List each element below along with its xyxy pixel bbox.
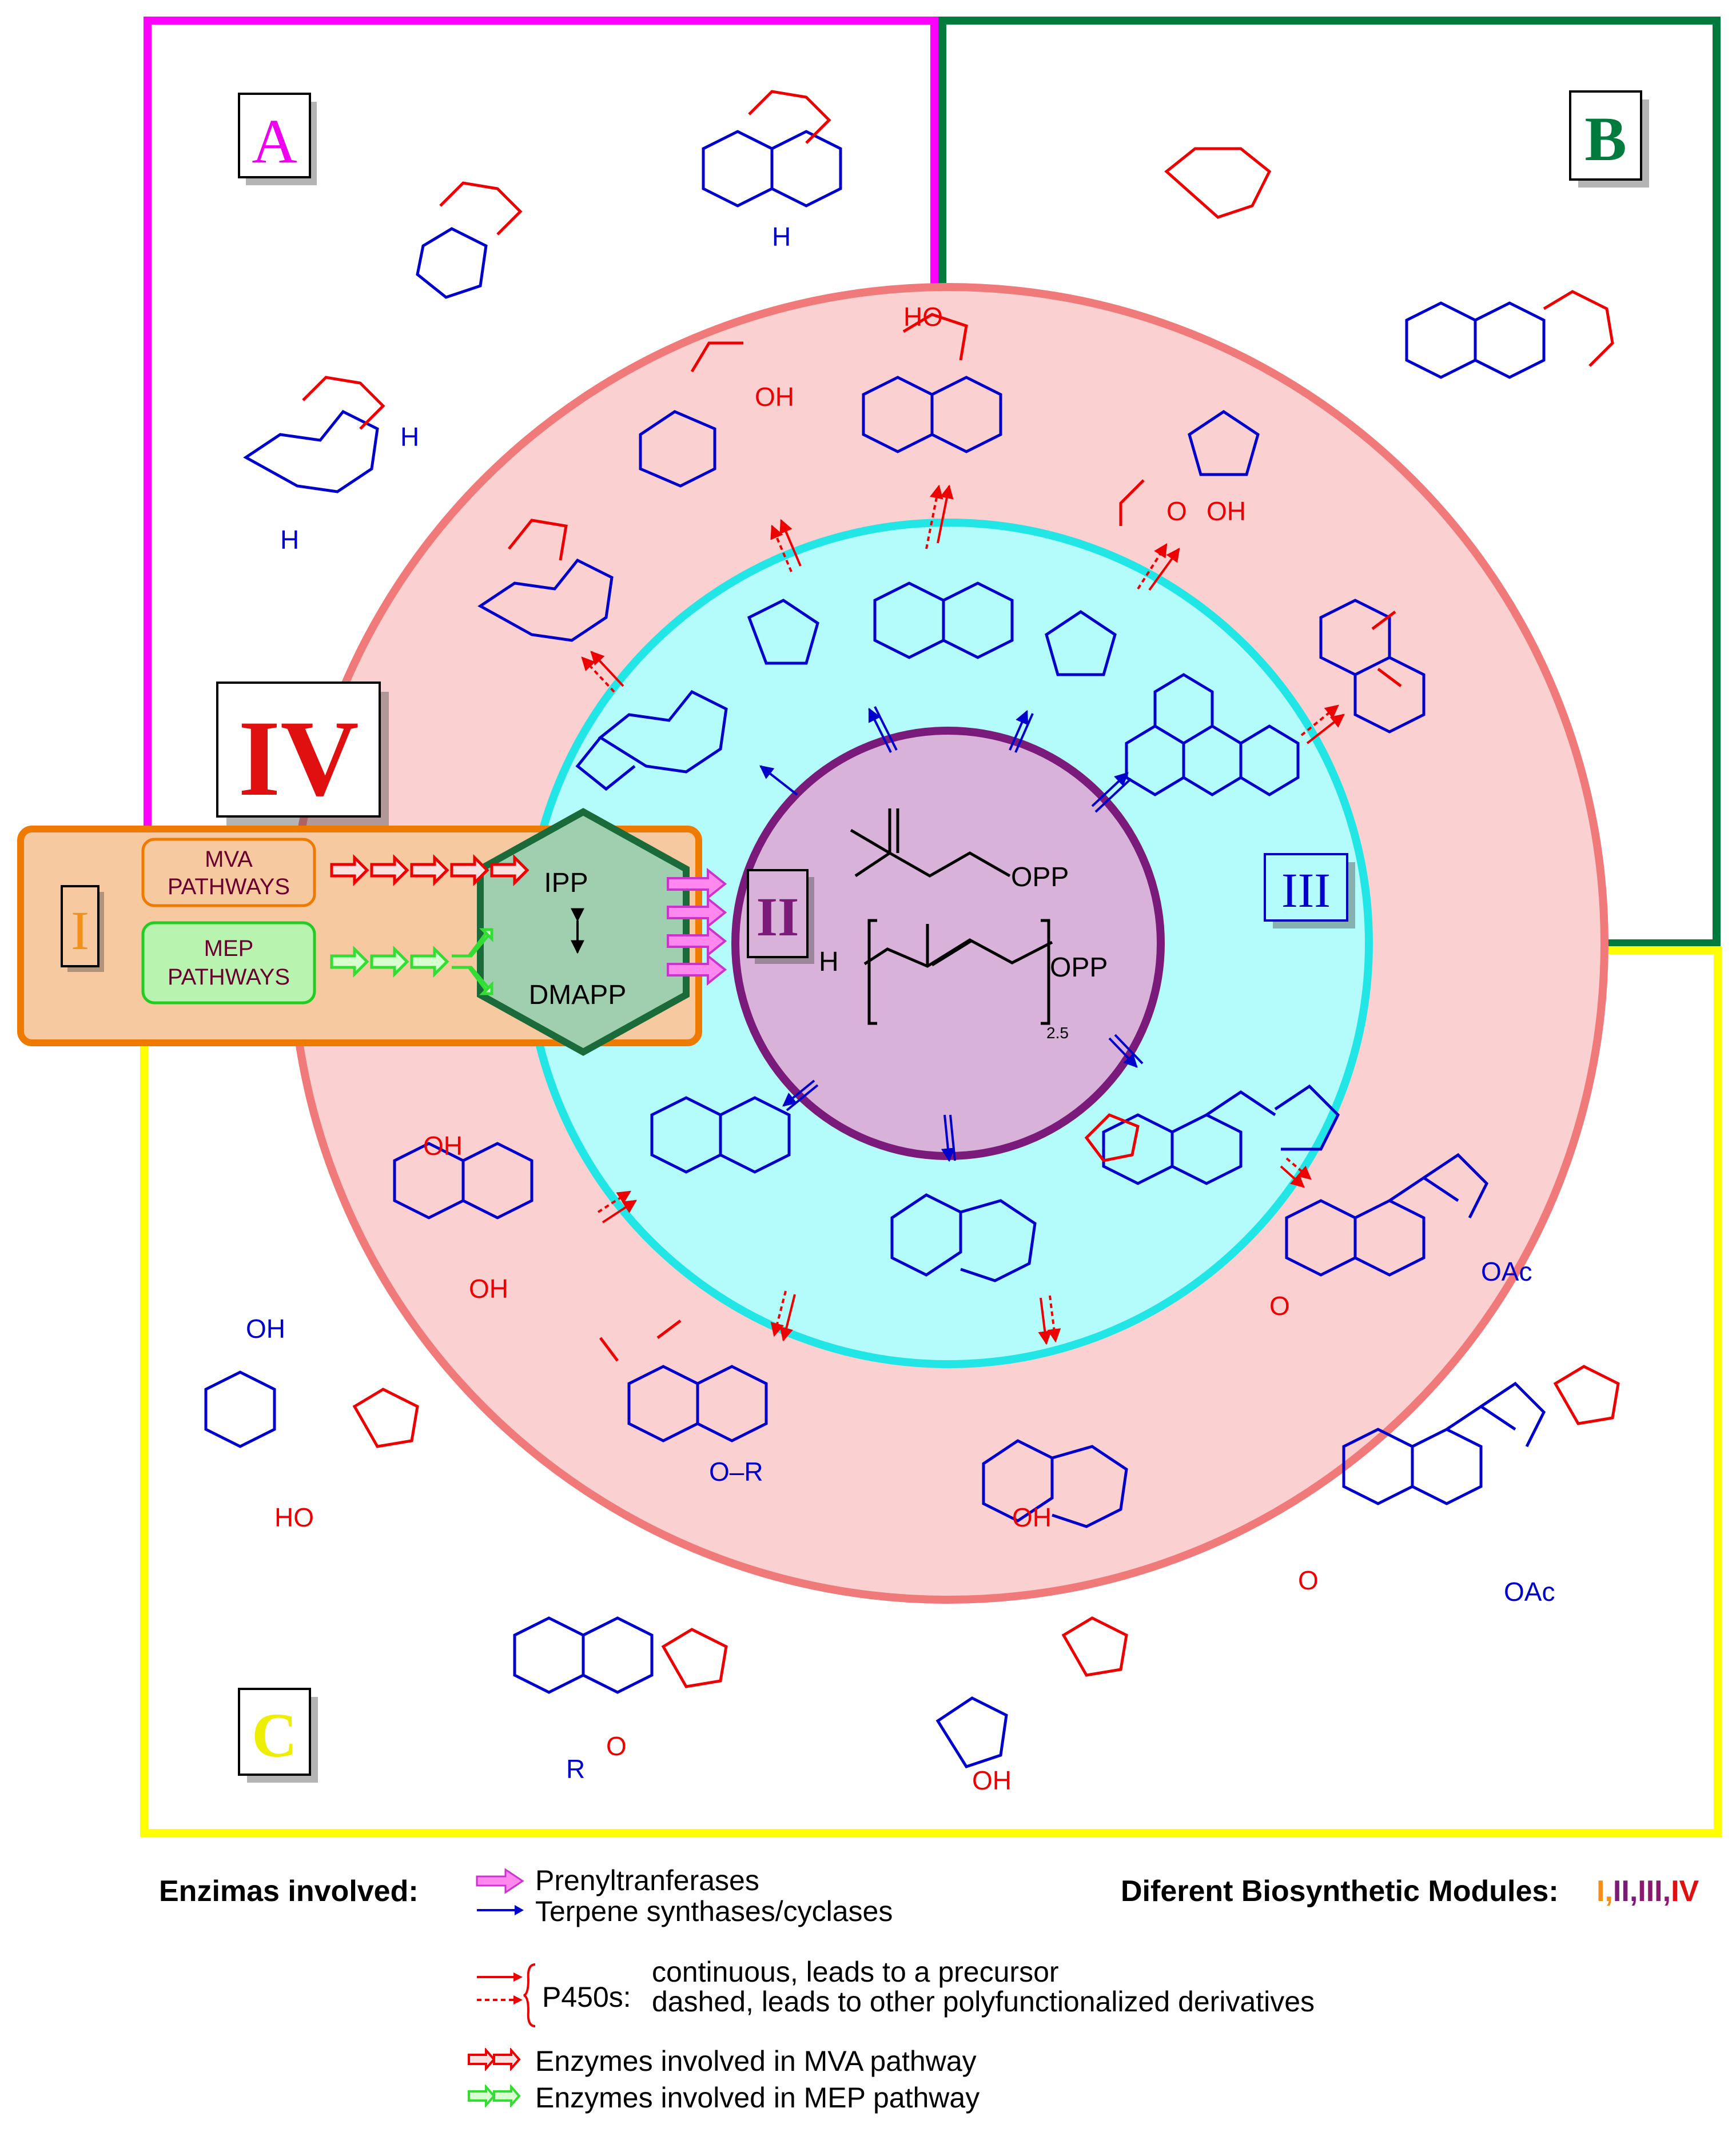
mva-enzyme-arrows bbox=[330, 854, 529, 887]
module-b-label: B bbox=[1584, 104, 1626, 174]
prenyltransferase-icon bbox=[476, 1868, 524, 1894]
legend-mva-enzymes: Enzymes involved in MVA pathway bbox=[535, 2045, 977, 2077]
prenyltransferase-arrows bbox=[667, 867, 727, 986]
module-ii-label-box: II bbox=[747, 869, 814, 964]
legend: Enzimas involved: Prenyltranferases Terp… bbox=[0, 1835, 1736, 2136]
terpene-synthase-icon bbox=[477, 1905, 524, 1915]
module-a-label: A bbox=[252, 106, 297, 176]
svg-text:HO: HO bbox=[274, 1503, 314, 1532]
legend-p450-label: P450s: bbox=[542, 1981, 631, 2013]
legend-module-i: I bbox=[1596, 1875, 1605, 1908]
svg-text:HO: HO bbox=[903, 302, 943, 332]
legend-terpene-synthases: Terpene synthases/cyclases bbox=[535, 1895, 893, 1927]
svg-text:H: H bbox=[772, 222, 791, 252]
center-h: H bbox=[819, 947, 839, 977]
module-iv-label: IV bbox=[238, 699, 359, 819]
svg-text:OH: OH bbox=[469, 1274, 508, 1304]
svg-text:OH: OH bbox=[1012, 1503, 1052, 1532]
svg-text:O: O bbox=[1269, 1291, 1290, 1321]
legend-enzymes-title: Enzimas involved: bbox=[159, 1875, 419, 1908]
module-i-label: I bbox=[71, 900, 89, 961]
center-subscript: 2.5 bbox=[1046, 1024, 1069, 1042]
mva-pathways-box bbox=[141, 838, 316, 907]
module-b-label-box: B bbox=[1569, 90, 1649, 188]
legend-p450-dashed: dashed, leads to other polyfunctionalize… bbox=[652, 1986, 1315, 2018]
p450-brace-icon bbox=[523, 1963, 536, 2027]
mep-label-2: PATHWAYS bbox=[168, 965, 290, 990]
svg-text:O–R: O–R bbox=[709, 1457, 763, 1487]
structure-labels: H H H OH HO OH O OH OH OAc O O–R OH OH H… bbox=[246, 222, 1555, 1795]
legend-module-iv: IV bbox=[1671, 1875, 1699, 1908]
mep-label-1: MEP bbox=[204, 936, 254, 961]
svg-text:OH: OH bbox=[1207, 496, 1246, 526]
legend-p450-continuous: continuous, leads to a precursor bbox=[652, 1956, 1059, 1988]
center-opp-2: OPP bbox=[1050, 953, 1108, 983]
p450-arrows-continuous bbox=[590, 484, 1345, 1345]
terpene-synthase-arrows bbox=[759, 706, 1144, 1162]
svg-text:H: H bbox=[400, 422, 419, 452]
module-c-label: C bbox=[252, 1700, 297, 1770]
svg-text:H: H bbox=[280, 525, 299, 555]
module-i-label-box: I bbox=[61, 885, 104, 972]
ipp-label: IPP bbox=[544, 868, 588, 898]
module-c-structures bbox=[204, 1365, 1620, 1768]
legend-mep-enzymes: Enzymes involved in MEP pathway bbox=[535, 2082, 980, 2114]
legend-modules-list: I,II,III,IV bbox=[1596, 1875, 1699, 1908]
mep-enzyme-icon bbox=[468, 2085, 521, 2107]
legend-module-ii: II bbox=[1612, 1875, 1630, 1908]
svg-text:OH: OH bbox=[755, 382, 794, 412]
svg-text:OAc: OAc bbox=[1504, 1577, 1555, 1607]
module-c-label-box: C bbox=[238, 1688, 318, 1783]
svg-text:O: O bbox=[606, 1731, 627, 1761]
mva-enzyme-icon bbox=[468, 2048, 521, 2071]
center-opp-1: OPP bbox=[1011, 862, 1069, 892]
p450-icon bbox=[477, 1972, 523, 2005]
module-b-structures bbox=[1164, 147, 1614, 379]
dmapp-label: DMAPP bbox=[529, 980, 627, 1010]
mva-label-2: PATHWAYS bbox=[168, 874, 290, 899]
svg-text:OH: OH bbox=[246, 1314, 285, 1344]
module-a-label-box: A bbox=[238, 93, 317, 185]
svg-text:O: O bbox=[1298, 1565, 1319, 1595]
legend-prenyltransferases: Prenyltranferases bbox=[535, 1864, 759, 1896]
svg-text:OAc: OAc bbox=[1481, 1257, 1532, 1286]
module-iii-label: III bbox=[1281, 863, 1331, 918]
svg-text:O: O bbox=[1166, 496, 1187, 526]
legend-modules-title: Diferent Biosynthetic Modules: bbox=[1121, 1875, 1559, 1908]
module-ii-label: II bbox=[756, 886, 799, 947]
module-iv-label-box: IV bbox=[216, 682, 389, 826]
p450-arrows-dashed bbox=[581, 484, 1339, 1343]
ring-iv-structures bbox=[393, 313, 1489, 1528]
ring-iii-skeletons bbox=[575, 581, 1340, 1282]
svg-text:R: R bbox=[566, 1754, 585, 1784]
legend-module-iii: III bbox=[1638, 1875, 1663, 1908]
svg-text:OH: OH bbox=[423, 1131, 463, 1161]
mep-enzyme-arrows bbox=[330, 928, 493, 995]
svg-text:OH: OH bbox=[972, 1766, 1012, 1795]
center-ipp-structure bbox=[850, 808, 1011, 878]
mep-pathways-box bbox=[141, 921, 316, 1005]
center-prenyl-unit-structure bbox=[863, 919, 1053, 1025]
mva-label-1: MVA bbox=[205, 847, 253, 872]
module-a-structures bbox=[243, 90, 842, 493]
module-iii-label-box: III bbox=[1264, 853, 1355, 928]
